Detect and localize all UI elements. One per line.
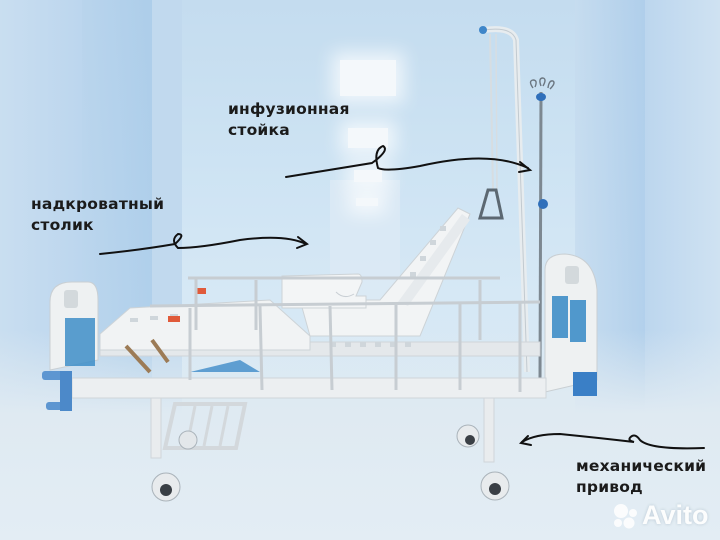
headboard-left (49, 281, 99, 371)
arrow-to-mechanical-drive-head (518, 435, 532, 446)
label-overbed-table-line1: надкроватный (31, 195, 165, 213)
arrow-to-iv-stand (285, 144, 529, 178)
ceiling-light (340, 60, 396, 96)
arrow-to-iv-stand-head (518, 161, 533, 173)
label-iv-stand: инфузионная стойка (228, 99, 350, 141)
overbed-table (281, 273, 367, 309)
iv-stand (529, 77, 555, 381)
label-mechanical-drive-line2: привод (576, 478, 643, 496)
arrow-to-overbed-table (99, 232, 307, 255)
ceiling-light (356, 198, 378, 206)
label-overbed-table-line2: столик (31, 216, 94, 234)
label-mechanical-drive: механический привод (576, 456, 706, 498)
trapeze-stand (478, 26, 530, 373)
avito-watermark-text: Avito (642, 500, 709, 530)
arrow-to-mechanical-drive (521, 432, 705, 450)
label-iv-stand-line1: инфузионная (228, 100, 350, 118)
ceiling-light (348, 128, 388, 148)
label-iv-stand-line2: стойка (228, 121, 290, 139)
side-rails (149, 276, 541, 392)
ceiling-light (354, 170, 382, 182)
arrow-to-overbed-table-head (296, 236, 309, 249)
headboard-right (544, 253, 598, 396)
label-overbed-table: надкроватный столик (31, 194, 164, 236)
legs-and-casters (150, 397, 510, 502)
label-mechanical-drive-line1: механический (576, 457, 707, 475)
avito-watermark: Avito (612, 500, 709, 531)
corridor-floor (0, 330, 720, 540)
avito-dots-icon (614, 503, 637, 528)
